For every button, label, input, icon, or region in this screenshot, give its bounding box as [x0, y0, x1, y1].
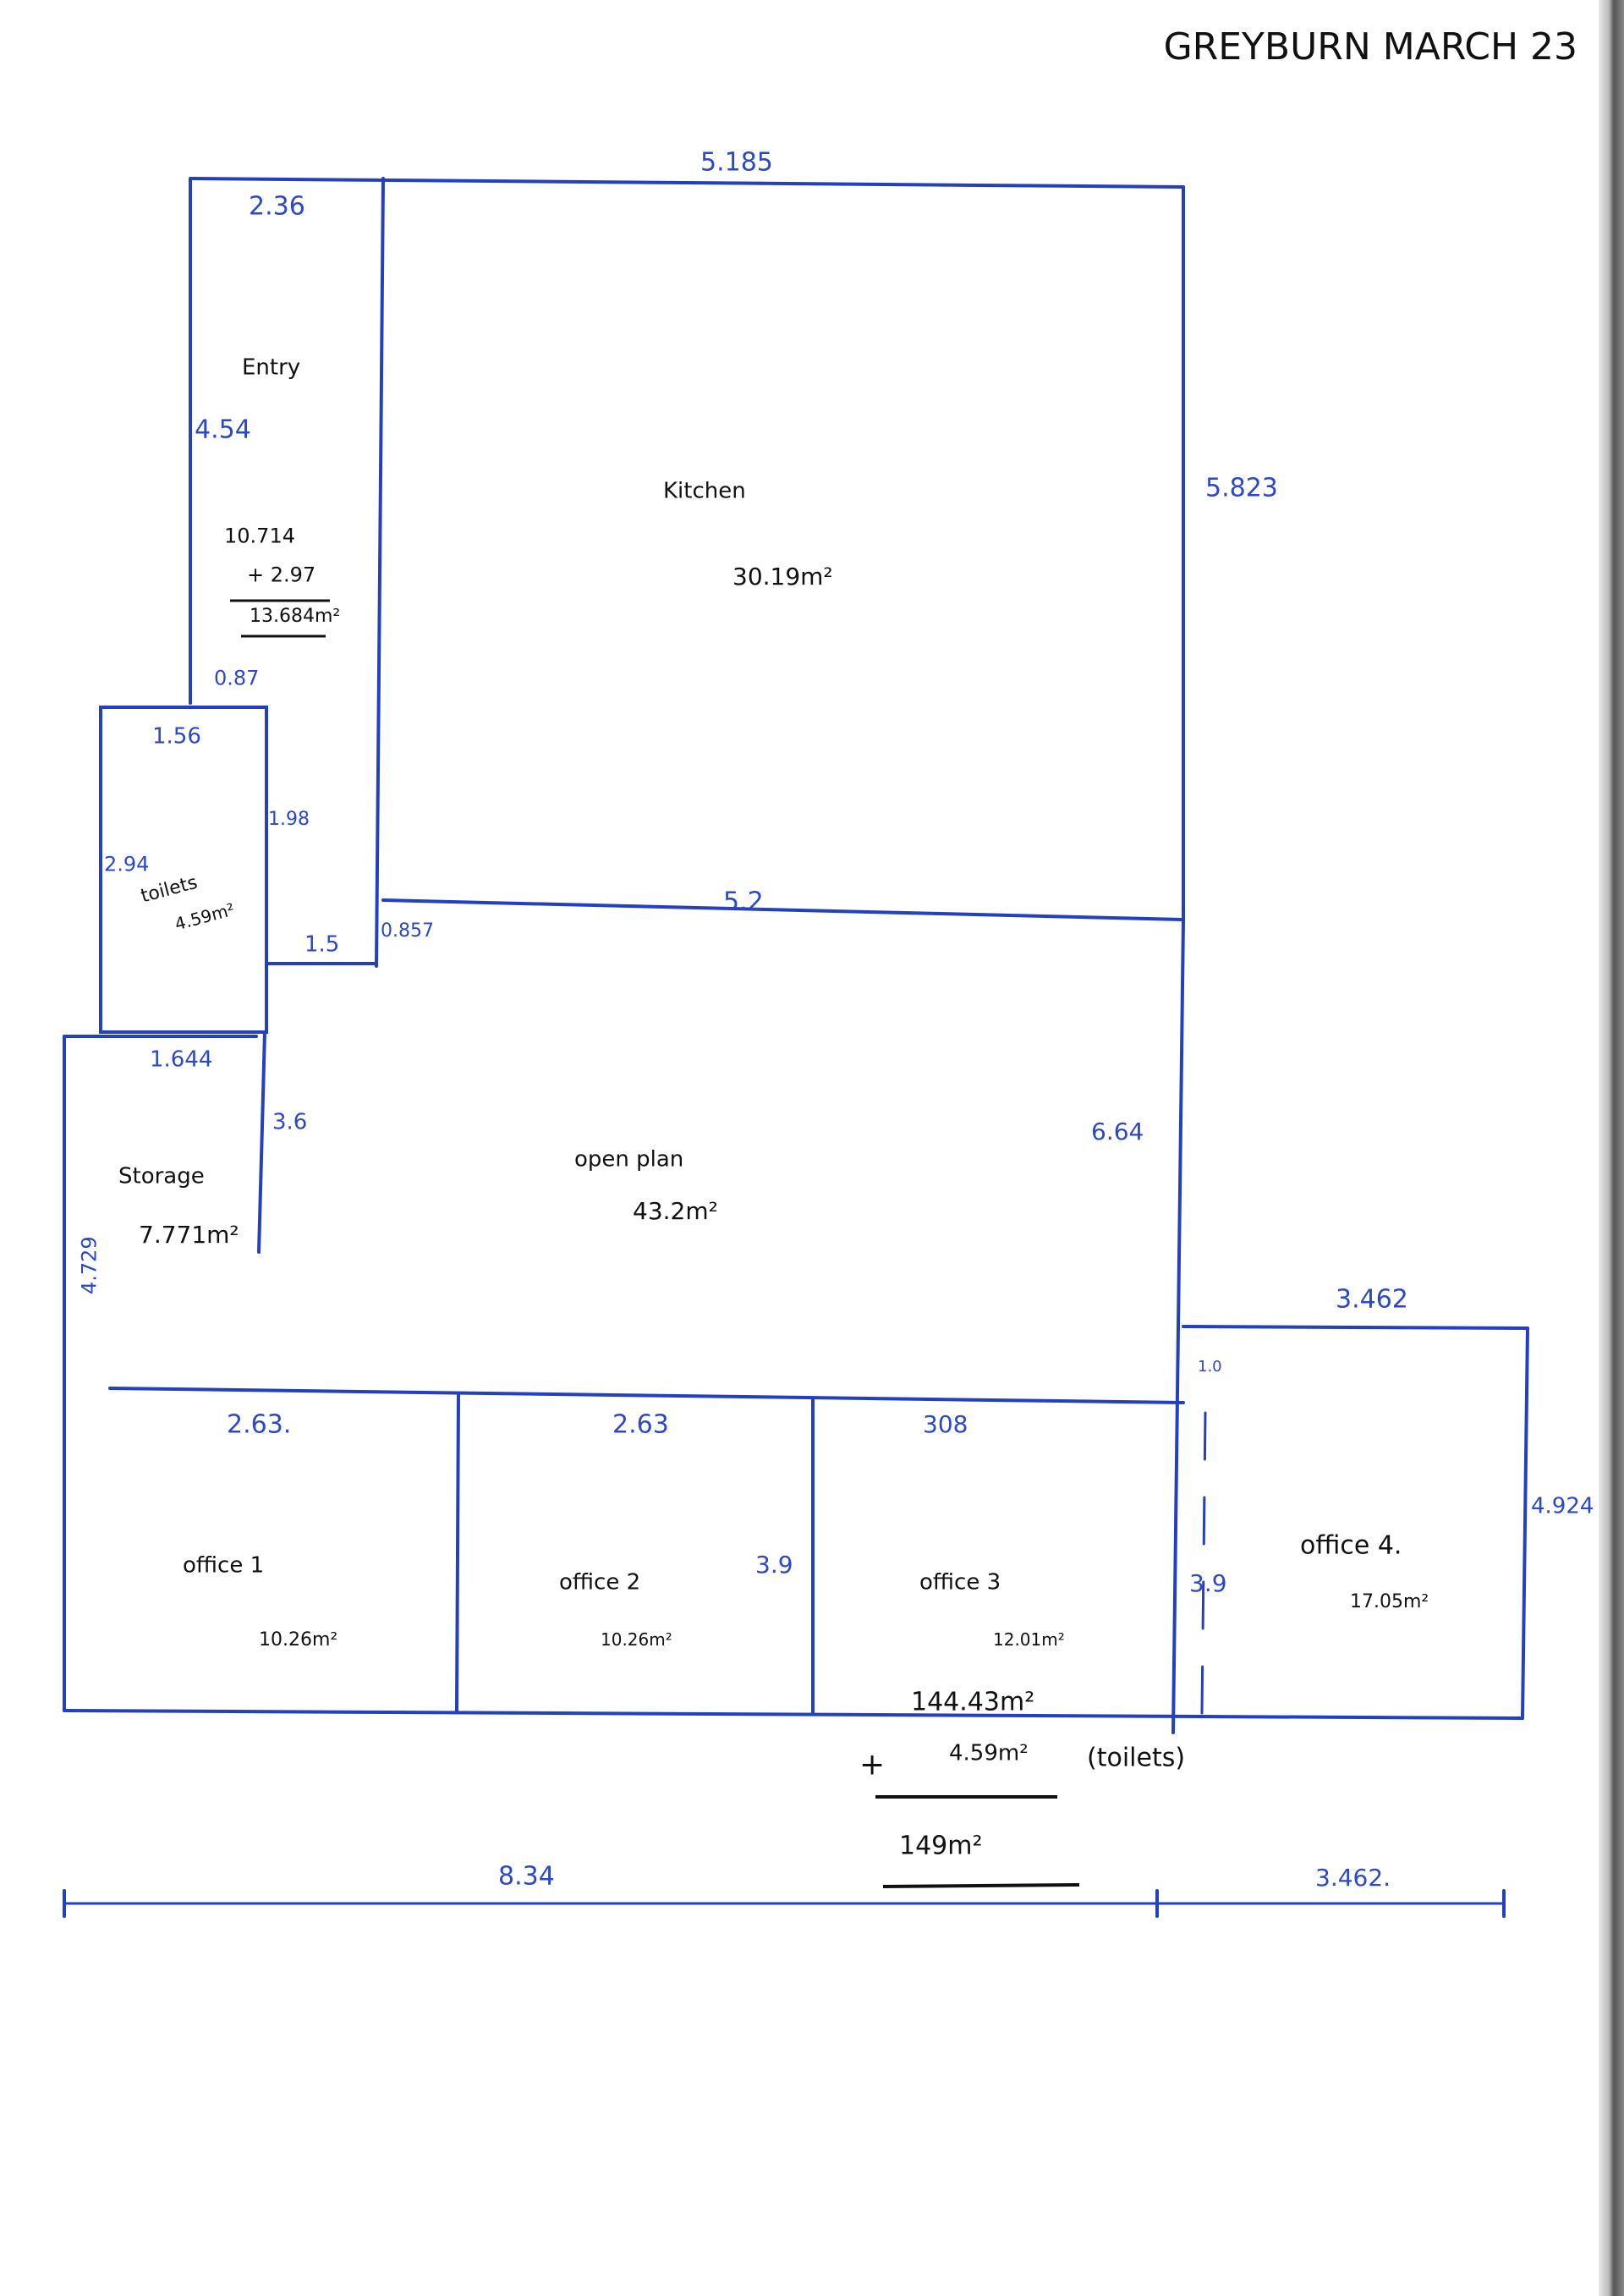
entry-area: 13.684m² — [250, 606, 340, 627]
dim-overall-right: 3.462. — [1315, 1864, 1391, 1892]
office-divider-1-2 — [455, 1392, 460, 1712]
open-plan-area: 43.2m² — [633, 1197, 718, 1225]
dimension-labels: 5.185 2.36 4.54 0.87 5.823 1.56 1.98 2.9… — [78, 148, 1594, 1892]
plan-title: GREYBURN MARCH 23 — [1164, 25, 1577, 69]
area-totals: 144.43m² + 4.59m² (toilets) 149m² — [859, 1688, 1185, 1888]
office1-area: 10.26m² — [259, 1629, 337, 1651]
dim-kitchen-right: 5.823 — [1205, 474, 1278, 503]
storage-label: Storage — [118, 1163, 205, 1189]
office1-label: office 1 — [183, 1552, 264, 1578]
kitchen-label: Kitchen — [663, 478, 746, 503]
entry-calc-b: + 2.97 — [247, 563, 315, 587]
office2-label: office 2 — [559, 1569, 640, 1595]
toilets-note: (toilets) — [1087, 1744, 1185, 1773]
room-labels: Entry 10.714 + 2.97 13.684m² Kitchen 30.… — [118, 354, 1429, 1651]
dim-entry-top: 2.36 — [249, 192, 305, 222]
storage-area: 7.771m² — [139, 1221, 239, 1249]
toilets-add-area: 4.59m² — [949, 1740, 1029, 1766]
dim-entry-gap: 0.87 — [214, 667, 259, 690]
office4-label: office 4. — [1300, 1531, 1402, 1561]
storage-right-wall — [257, 1030, 266, 1254]
open-plan-right-wall — [1171, 918, 1185, 1734]
dim-toilets-right: 1.98 — [268, 809, 310, 830]
dim-storage-right: 3.6 — [272, 1109, 307, 1134]
entry-right-wall — [375, 177, 385, 968]
dim-open-plan-right: 6.64 — [1091, 1118, 1144, 1145]
dim-office1-top: 2.63. — [227, 1410, 291, 1440]
dim-office2-top: 2.63 — [612, 1410, 669, 1440]
office2-area: 10.26m² — [601, 1629, 672, 1650]
dim-toilets-top: 1.56 — [152, 723, 201, 749]
dim-office2-right: 3.9 — [755, 1551, 793, 1579]
entry-calc-a: 10.714 — [224, 525, 295, 548]
offices-top-wall — [108, 1387, 1185, 1404]
dim-kitchen-top: 5.185 — [700, 148, 773, 178]
dim-overall-left: 8.34 — [498, 1862, 555, 1892]
dim-office4-left: 3.9 — [1189, 1569, 1227, 1597]
toilets-area: 4.59m² — [173, 899, 237, 935]
dim-office4-door: 1.0 — [1198, 1358, 1222, 1376]
subtotal-area: 144.43m² — [911, 1688, 1034, 1717]
dim-toilets-left: 2.94 — [104, 853, 149, 876]
office3-area: 12.01m² — [993, 1629, 1065, 1650]
office4-area: 17.05m² — [1350, 1591, 1429, 1612]
walls — [63, 177, 1529, 1918]
dim-entry-left: 4.54 — [195, 415, 251, 445]
total-area: 149m² — [899, 1832, 983, 1861]
dim-office3-top: 308 — [923, 1410, 968, 1438]
scan-edge — [1599, 0, 1624, 2296]
toilets-label: toilets — [139, 872, 200, 908]
toilets-outline — [99, 706, 268, 1034]
entry-label: Entry — [242, 354, 300, 380]
dim-storage-top: 1.644 — [150, 1046, 212, 1072]
kitchen-bottom-wall — [381, 898, 1185, 921]
dim-step-right: 0.857 — [381, 920, 434, 942]
office4-dashed-line — [1200, 1411, 1207, 1715]
dim-office4-top: 3.462 — [1336, 1285, 1408, 1315]
dim-office4-right: 4.924 — [1531, 1493, 1594, 1519]
bottom-wall — [63, 1709, 1524, 1720]
plus-sign: + — [859, 1748, 885, 1782]
kitchen-top-wall — [189, 177, 1185, 189]
office3-label: office 3 — [919, 1569, 1001, 1595]
office4-right-wall — [1521, 1327, 1529, 1720]
office4-top-wall — [1182, 1325, 1529, 1330]
total-underline — [882, 1883, 1080, 1888]
open-plan-label: open plan — [574, 1146, 683, 1172]
kitchen-area: 30.19m² — [732, 563, 833, 590]
dim-kitchen-bottom: 5.2 — [723, 887, 764, 917]
dim-storage-left: 4.729 — [78, 1236, 102, 1294]
dim-toilets-step: 1.5 — [304, 931, 339, 957]
